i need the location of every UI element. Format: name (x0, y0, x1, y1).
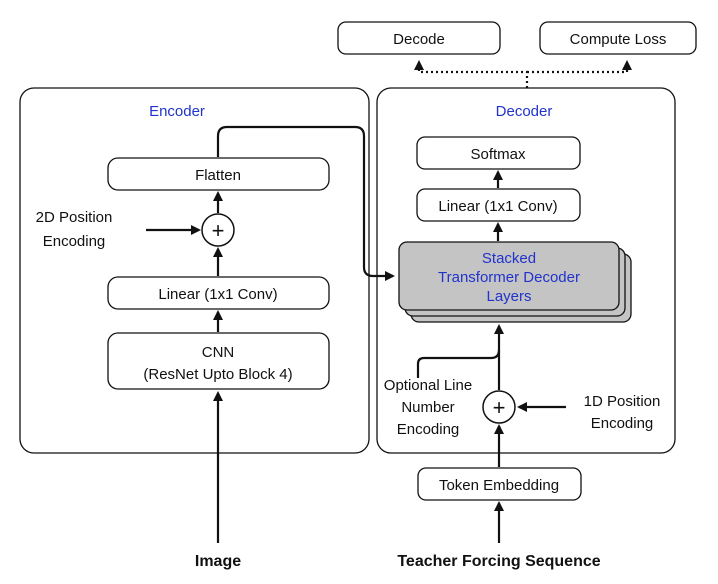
stack-label-line2: Transformer Decoder (438, 269, 580, 286)
compute-loss-label: Compute Loss (570, 31, 667, 48)
cnn-label-line2: (ResNet Upto Block 4) (143, 366, 292, 383)
image-label: Image (195, 553, 241, 570)
decoder-pos-enc-line2: Encoding (591, 415, 654, 432)
optional-line1: Optional Line (384, 377, 472, 394)
softmax-box: Softmax (416, 136, 581, 170)
encoder-linear-box: Linear (1x1 Conv) (107, 276, 330, 310)
decode-label: Decode (393, 31, 445, 48)
encoder-plus-node: + (201, 213, 235, 247)
decoder-title: Decoder (496, 103, 553, 120)
encoder-pos-enc-line1: 2D Position (36, 209, 113, 226)
cnn-box: CNN (ResNet Upto Block 4) (107, 332, 330, 390)
decoder-plus-sign: + (493, 395, 506, 420)
encoder-position-encoding-label: 2D Position Encoding (36, 209, 113, 250)
dotted-branch-to-decode (414, 60, 529, 88)
optional-line3: Encoding (397, 421, 460, 438)
token-embedding-box: Token Embedding (417, 467, 582, 501)
compute-loss-box: Compute Loss (539, 21, 697, 55)
encoder-panel: Encoder Flatten 2D Position Encoding + L… (19, 87, 370, 454)
decoder-plus-node: + (482, 390, 516, 424)
arrow-encoder-to-decoder (216, 125, 395, 281)
stack-label-line1: Stacked (482, 250, 536, 267)
decoder-position-encoding-label: 1D Position Encoding (584, 393, 661, 432)
flatten-label: Flatten (195, 167, 241, 184)
flatten-box: Flatten (107, 157, 330, 191)
decoder-linear-box: Linear (1x1 Conv) (416, 188, 581, 222)
token-embedding-label: Token Embedding (439, 477, 559, 494)
decode-box: Decode (337, 21, 501, 55)
optional-line-number-encoding-label: Optional Line Number Encoding (384, 377, 472, 438)
softmax-label: Softmax (470, 146, 526, 163)
decoder-linear-label: Linear (1x1 Conv) (438, 198, 557, 215)
stack-label-line3: Layers (486, 288, 531, 305)
optional-line2: Number (401, 399, 454, 416)
cnn-label-line1: CNN (202, 344, 235, 361)
encoder-linear-label: Linear (1x1 Conv) (158, 286, 277, 303)
encoder-pos-enc-line2: Encoding (43, 233, 106, 250)
dotted-branch-to-compute-loss (527, 60, 632, 74)
arrow-optional-encoding-to-stack (416, 349, 501, 378)
stacked-decoder-layers: Stacked Transformer Decoder Layers (398, 241, 632, 323)
decoder-panel: Decoder Softmax Linear (1x1 Conv) Stacke… (376, 87, 676, 467)
decoder-pos-enc-line1: 1D Position (584, 393, 661, 410)
encoder-title: Encoder (149, 103, 205, 120)
teacher-forcing-label: Teacher Forcing Sequence (397, 553, 600, 570)
encoder-plus-sign: + (212, 218, 225, 243)
